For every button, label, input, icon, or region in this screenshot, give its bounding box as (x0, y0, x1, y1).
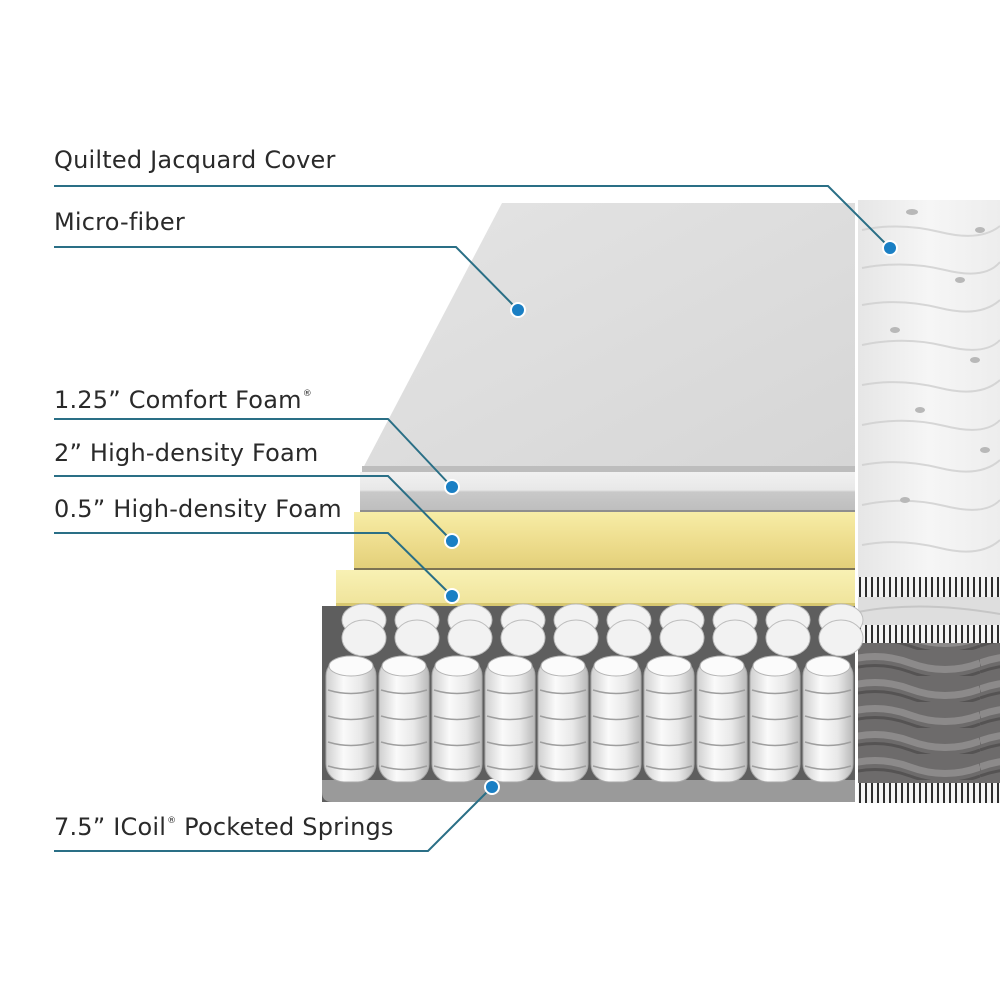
spring-coil-top (447, 619, 493, 657)
label-text: 0.5” High-density Foam (54, 495, 342, 523)
spring-coil-top (553, 619, 599, 657)
springs-marker-dot (484, 779, 500, 795)
pocketed-springs-layer (322, 603, 864, 802)
high-density-foam-2in-layer (354, 512, 855, 570)
label-text: Quilted Jacquard Cover (54, 146, 336, 174)
registered-mark: ® (167, 816, 177, 826)
high-density-foam-05in-layer (336, 570, 855, 606)
label-text: 7.5” ICoil (54, 813, 167, 841)
spring-coil-top (659, 619, 705, 657)
spring-coil-top (606, 619, 652, 657)
hd05-foam-marker-dot (444, 588, 460, 604)
label-quilted-jacquard-cover: Quilted Jacquard Cover (54, 148, 336, 172)
registered-mark: ® (302, 389, 312, 399)
label-text: 2” High-density Foam (54, 439, 319, 467)
marker-dots (444, 240, 898, 795)
spring-coil-top (394, 619, 440, 657)
hd2-foam-marker-dot (444, 533, 460, 549)
label-comfort-foam: 1.25” Comfort Foam® (54, 388, 312, 412)
quilted-cover-side-panel (857, 200, 1000, 803)
label-high-density-foam-2in: 2” High-density Foam (54, 441, 319, 465)
label-text: Micro-fiber (54, 208, 185, 236)
label-text-suffix: Pocketed Springs (176, 813, 394, 841)
leader-lines (54, 185, 891, 852)
spring-coil-top (500, 619, 546, 657)
label-high-density-foam-05in: 0.5” High-density Foam (54, 497, 342, 521)
micro-fiber-layer (362, 203, 855, 472)
cover-marker-dot (882, 240, 898, 256)
spring-coil-top (712, 619, 758, 657)
label-micro-fiber: Micro-fiber (54, 210, 185, 234)
spring-coil-top (818, 619, 864, 657)
spring-coil-top (341, 619, 387, 657)
comfort-foam-marker-dot (444, 479, 460, 495)
label-text: 1.25” Comfort Foam (54, 386, 302, 414)
spring-coil-top (765, 619, 811, 657)
comfort-foam-layer (360, 472, 855, 512)
micro-fiber-marker-dot (510, 302, 526, 318)
label-pocketed-springs: 7.5” ICoil® Pocketed Springs (54, 815, 394, 839)
